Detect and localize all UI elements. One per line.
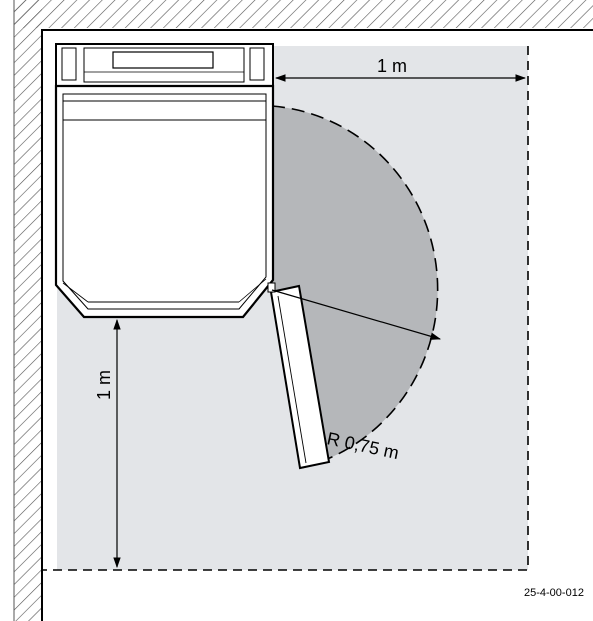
- appliance-body-inner: [62, 93, 267, 310]
- reference-code: 25-4-00-012: [524, 587, 584, 599]
- wall-hatching: [13, 0, 593, 621]
- left-wall: [14, 0, 42, 621]
- wall-inner-edge: [41, 29, 593, 621]
- door-hinge: [267, 282, 276, 293]
- appliance: [54, 43, 331, 470]
- top-dimension-label: 1 m: [377, 56, 407, 76]
- appliance-bottom-left-chamfer: [62, 282, 89, 303]
- appliance-vent-slot: [112, 51, 214, 69]
- left-dimension-label: 1 m: [94, 370, 114, 400]
- appliance-top-frame: [55, 43, 274, 87]
- appliance-top-inner: [83, 47, 245, 83]
- top-wall: [14, 0, 593, 28]
- open-door: [269, 284, 331, 470]
- appliance-body-outline: [54, 84, 275, 319]
- clearance-area-boundary: [42, 46, 529, 571]
- radius-line: [271, 289, 442, 340]
- appliance-left-bracket: [61, 47, 77, 81]
- appliance-bottom-right-chamfer: [238, 278, 267, 303]
- appliance-right-bracket: [249, 47, 265, 81]
- open-door-inner-line: [277, 295, 307, 464]
